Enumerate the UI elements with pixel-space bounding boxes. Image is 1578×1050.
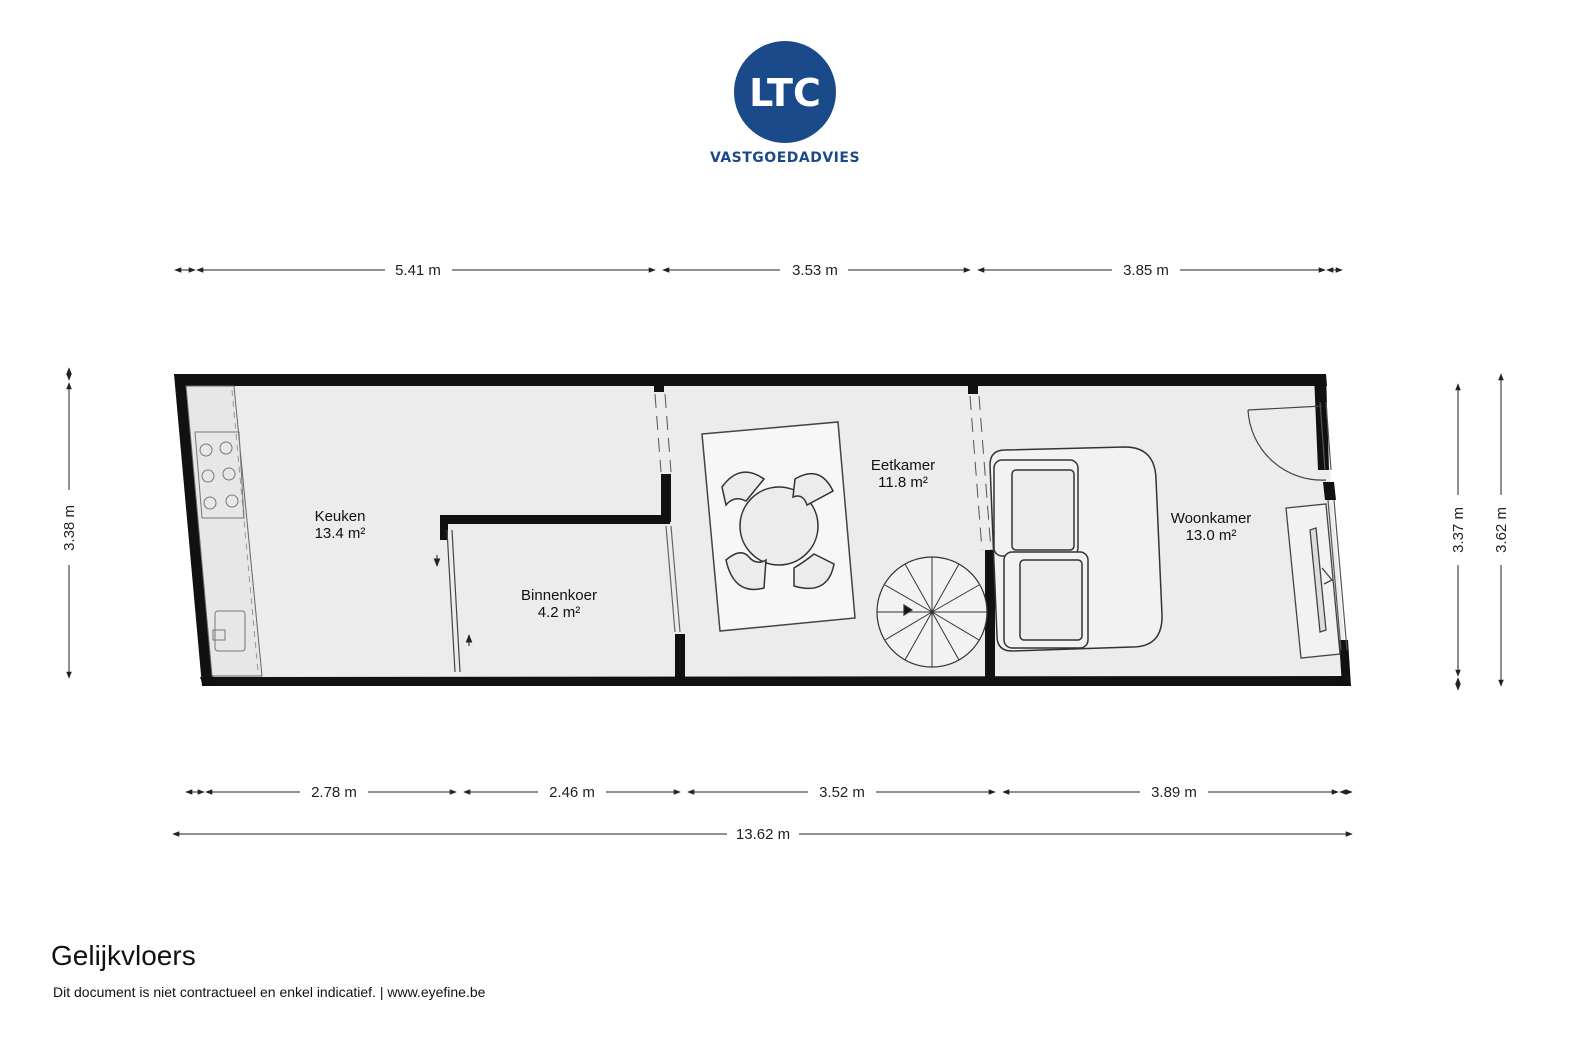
room-name-binnenkoer: Binnenkoer [521, 587, 597, 604]
courtyard-window [665, 525, 681, 633]
exterior-walls [174, 374, 1351, 686]
logo-circle [734, 41, 836, 143]
dim-top-1: 5.41 m [395, 262, 441, 279]
dim-total: 13.62 m [736, 826, 790, 843]
dining-table [701, 421, 856, 632]
dim-right-inner: 3.37 m [1450, 507, 1467, 553]
interior-walls [440, 380, 995, 682]
room-name-keuken: Keuken [315, 508, 366, 525]
sink-icon [212, 610, 246, 652]
company-logo: LTC VASTGOEDADVIES [710, 41, 860, 166]
dim-right-outer: 3.62 m [1493, 507, 1510, 553]
kitchen-counter [185, 385, 263, 677]
door-swing [1247, 405, 1327, 481]
courtyard-sliding-door [433, 529, 473, 673]
dim-left: 3.38 m [61, 505, 78, 551]
dim-top-2: 3.53 m [792, 262, 838, 279]
tv-cabinet [1285, 503, 1341, 659]
room-area-keuken: 13.4 m² [315, 525, 366, 542]
spiral-staircase [876, 556, 988, 668]
dimensions-right [1455, 373, 1504, 691]
floor-title: Gelijkvloers [51, 940, 196, 971]
logo-subtitle: VASTGOEDADVIES [710, 150, 860, 166]
chair-icons [721, 471, 835, 591]
stove-icon [199, 441, 239, 510]
room-area-eetkamer: 11.8 m² [878, 474, 928, 491]
room-name-eetkamer: Eetkamer [871, 457, 935, 474]
dim-bottom-4: 3.89 m [1151, 784, 1197, 801]
room-labels: Keuken 13.4 m² Binnenkoer 4.2 m² Eetkame… [315, 457, 1252, 621]
wall-openings [654, 393, 992, 551]
table-top [739, 486, 819, 566]
floor-plan-body: Keuken 13.4 m² Binnenkoer 4.2 m² Eetkame… [174, 374, 1351, 686]
room-area-woonkamer: 13.0 m² [1186, 527, 1237, 544]
dim-bottom-3: 3.52 m [819, 784, 865, 801]
dim-bottom-1: 2.78 m [311, 784, 357, 801]
logo-monogram: LTC [749, 71, 821, 115]
room-area-binnenkoer: 4.2 m² [538, 604, 581, 621]
right-windows [1319, 401, 1348, 651]
dimensions-bottom [172, 789, 1353, 837]
dim-top-3: 3.85 m [1123, 262, 1169, 279]
disclaimer: Dit document is niet contractueel en enk… [53, 984, 486, 1000]
room-name-woonkamer: Woonkamer [1171, 510, 1252, 527]
dim-bottom-2: 2.46 m [549, 784, 595, 801]
sofa-icon [989, 446, 1163, 652]
